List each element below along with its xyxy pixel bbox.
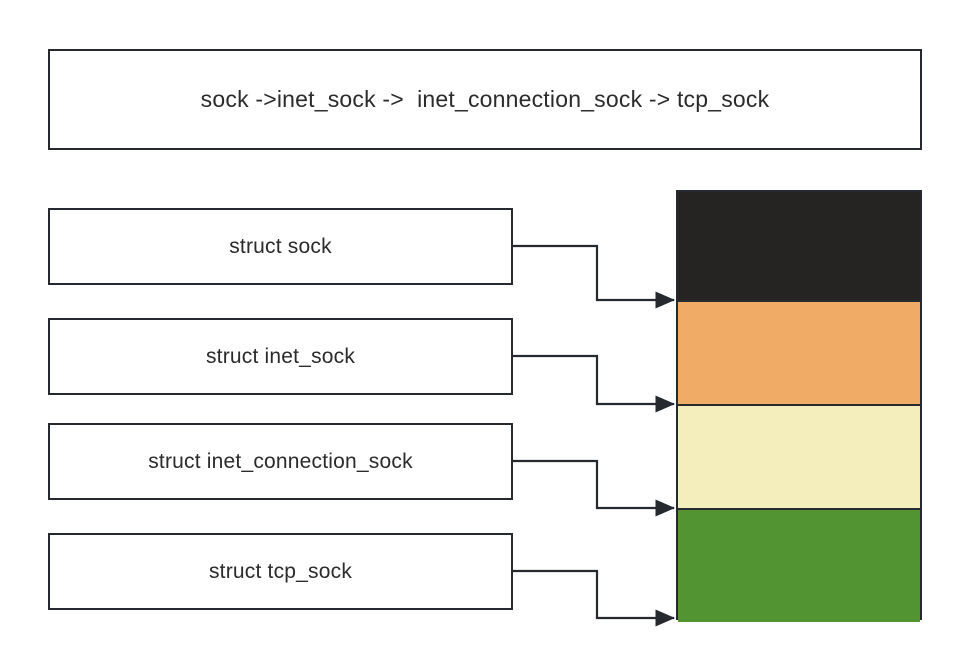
struct-box-tcp-sock: struct tcp_sock [48, 533, 513, 610]
struct-box-inet-sock: struct inet_sock [48, 318, 513, 395]
connector-inet-sock [513, 354, 676, 413]
struct-box-inet-connection-sock: struct inet_connection_sock [48, 423, 513, 500]
struct-box-label: struct inet_sock [205, 344, 356, 368]
connector-inet-connection-sock [513, 459, 676, 517]
memory-layout-stack [676, 190, 922, 622]
stack-band-inet-sock [678, 300, 920, 404]
connector-sock [513, 244, 676, 309]
stack-band-tcp-sock [678, 508, 920, 622]
stack-band-sock [678, 192, 920, 300]
title-box: sock ->inet_sock -> inet_connection_sock… [48, 49, 922, 150]
stack-band-inet-connection-sock [678, 404, 920, 508]
struct-box-sock: struct sock [48, 208, 513, 285]
connector-tcp-sock [513, 569, 676, 627]
title-text: sock ->inet_sock -> inet_connection_sock… [200, 85, 770, 112]
struct-box-label: struct tcp_sock [208, 559, 353, 583]
struct-box-label: struct sock [229, 234, 332, 258]
struct-box-label: struct inet_connection_sock [148, 449, 413, 473]
